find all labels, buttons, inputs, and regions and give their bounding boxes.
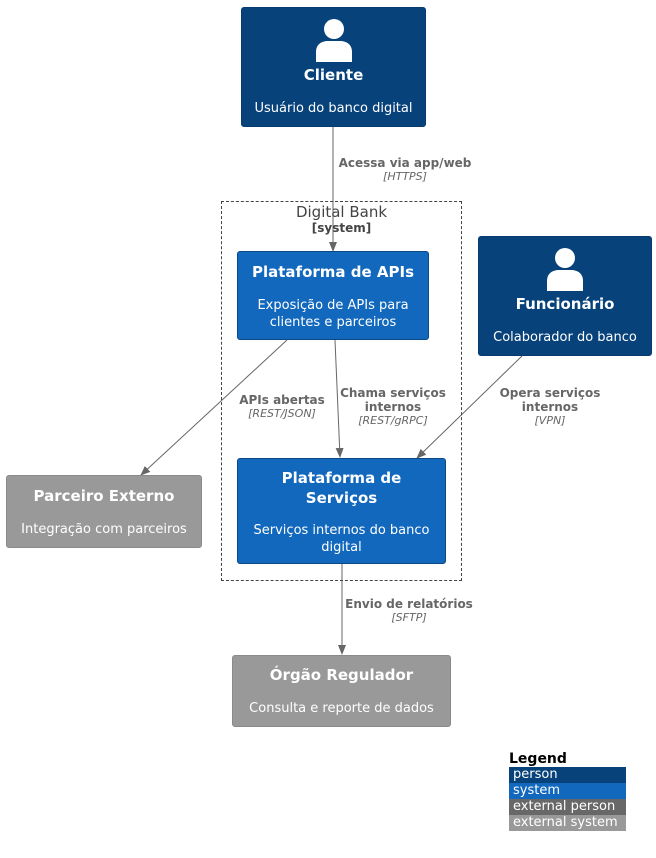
relation-technology: [REST/JSON] (248, 407, 316, 420)
arrow-apis-to-servicos (334, 339, 344, 458)
node-title: Órgão Regulador (269, 666, 414, 684)
external-system-regulador[interactable]: Órgão Regulador Consulta e reporte de da… (232, 655, 451, 727)
relation-label-cliente-apis: Acessa via app/web [HTTPS] (334, 156, 476, 184)
relation-label: Envio de relatórios (345, 597, 473, 611)
boundary-type: [system] (311, 221, 372, 235)
person-cliente[interactable]: Cliente Usuário do banco digital (241, 7, 426, 127)
node-title: Funcionário (515, 295, 615, 313)
system-boundary-digital-bank: Digital Bank [system] (221, 201, 462, 581)
person-icon (547, 248, 583, 291)
relation-label-apis-parceiro: APIs abertas [REST/JSON] (228, 393, 336, 421)
legend-title: Legend (509, 751, 567, 767)
relation-technology: [HTTPS] (383, 170, 427, 183)
node-description: Serviços internos do banco digital (253, 523, 430, 555)
person-icon (315, 19, 352, 62)
relation-label: Opera serviços (499, 386, 601, 400)
arrow-apis-to-parceiro (140, 339, 288, 476)
relation-label: Chama serviços (340, 386, 446, 400)
relation-label: Acessa via app/web (338, 156, 472, 170)
node-description: Integração com parceiros (21, 522, 187, 537)
arrow-funcionario-to-servicos (416, 355, 523, 459)
node-title: Cliente (303, 66, 364, 84)
relation-label-funcionario-servicos: Opera serviços internos [VPN] (491, 386, 609, 428)
legend-item-external-person: external person (509, 799, 626, 815)
relation-label: internos (364, 400, 422, 414)
legend-item-person: person (509, 767, 626, 783)
legend-item-external-system: external system (509, 815, 626, 831)
relation-label: APIs abertas (239, 393, 325, 407)
relation-technology: [SFTP] (391, 611, 427, 624)
person-funcionario[interactable]: Funcionário Colaborador do banco (478, 236, 652, 356)
node-description: Consulta e reporte de dados (249, 701, 434, 716)
relation-label-servicos-regulador: Envio de relatórios [SFTP] (340, 597, 478, 625)
external-system-parceiro[interactable]: Parceiro Externo Integração com parceiro… (6, 475, 202, 548)
relation-label-apis-servicos: Chama serviços internos [REST/gRPC] (334, 386, 452, 428)
node-description: Colaborador do banco (493, 330, 637, 345)
relation-label: internos (521, 400, 579, 414)
node-description: Usuário do banco digital (254, 101, 413, 116)
system-plataforma-servicos[interactable]: Plataforma de Serviços Serviços internos… (237, 458, 446, 564)
legend-item-system: system (509, 783, 626, 799)
node-title: Plataforma de Serviços (281, 469, 402, 507)
node-title: Parceiro Externo (33, 487, 175, 505)
boundary-title: Digital Bank (295, 203, 388, 221)
node-description: Exposição de APIs para clientes e parcei… (257, 298, 409, 330)
system-plataforma-apis[interactable]: Plataforma de APIs Exposição de APIs par… (237, 251, 429, 340)
legend: Legend person system external person ext… (509, 751, 626, 831)
relation-technology: [REST/gRPC] (358, 414, 428, 427)
relation-technology: [VPN] (534, 414, 566, 427)
node-title: Plataforma de APIs (252, 263, 414, 281)
